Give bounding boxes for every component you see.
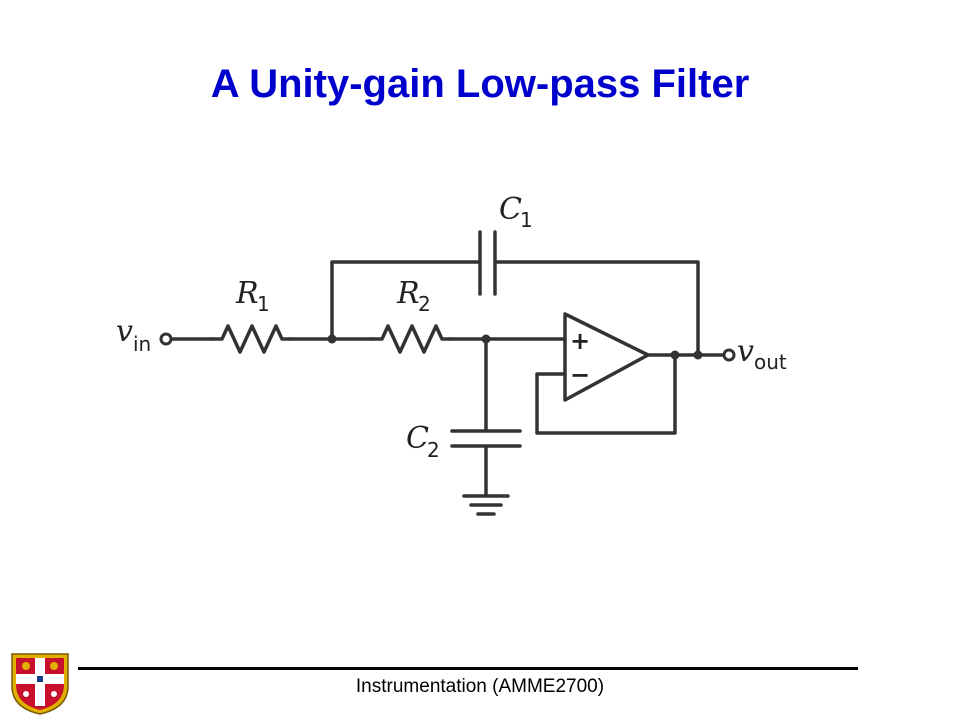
junction-node-b bbox=[481, 334, 491, 344]
circuit-diagram: + − v in v out R 1 R 2 C 1 C 2 bbox=[116, 192, 787, 516]
capacitor-c2 bbox=[450, 429, 522, 448]
c1-feedback-wire-right bbox=[495, 260, 700, 357]
c1-feedback-wire bbox=[330, 260, 480, 341]
university-crest-logo bbox=[11, 653, 69, 715]
footer-course-label: Instrumentation (AMME2700) bbox=[355, 676, 605, 697]
c1-label: C bbox=[499, 192, 522, 227]
resistor-r1 bbox=[210, 324, 292, 354]
vin-terminal bbox=[159, 332, 173, 346]
c1-subscript: 1 bbox=[520, 208, 533, 232]
junction-feedback bbox=[693, 350, 703, 360]
ground-icon bbox=[462, 494, 510, 516]
r1-label: R bbox=[235, 276, 259, 311]
r2-subscript: 2 bbox=[418, 292, 431, 316]
slide-title: A Unity-gain Low-pass Filter bbox=[210, 62, 750, 106]
c2-subscript: 2 bbox=[427, 438, 440, 462]
vin-subscript: in bbox=[133, 332, 151, 356]
r2-label: R bbox=[396, 276, 420, 311]
footer-divider bbox=[78, 667, 858, 670]
c2-label: C bbox=[406, 421, 429, 456]
vout-label: v bbox=[737, 334, 754, 369]
capacitor-c1 bbox=[478, 230, 497, 296]
vout-subscript: out bbox=[754, 350, 787, 374]
r1-subscript: 1 bbox=[257, 292, 270, 316]
resistor-r2 bbox=[370, 324, 452, 354]
junction-output bbox=[670, 350, 680, 360]
negative-feedback-wire bbox=[535, 353, 677, 435]
op-amp-plus: + bbox=[570, 327, 590, 355]
junction-node-a bbox=[327, 334, 337, 344]
op-amp bbox=[563, 312, 650, 402]
vout-terminal bbox=[722, 348, 736, 362]
op-amp-minus: − bbox=[570, 361, 590, 389]
vin-label: v bbox=[116, 314, 133, 349]
